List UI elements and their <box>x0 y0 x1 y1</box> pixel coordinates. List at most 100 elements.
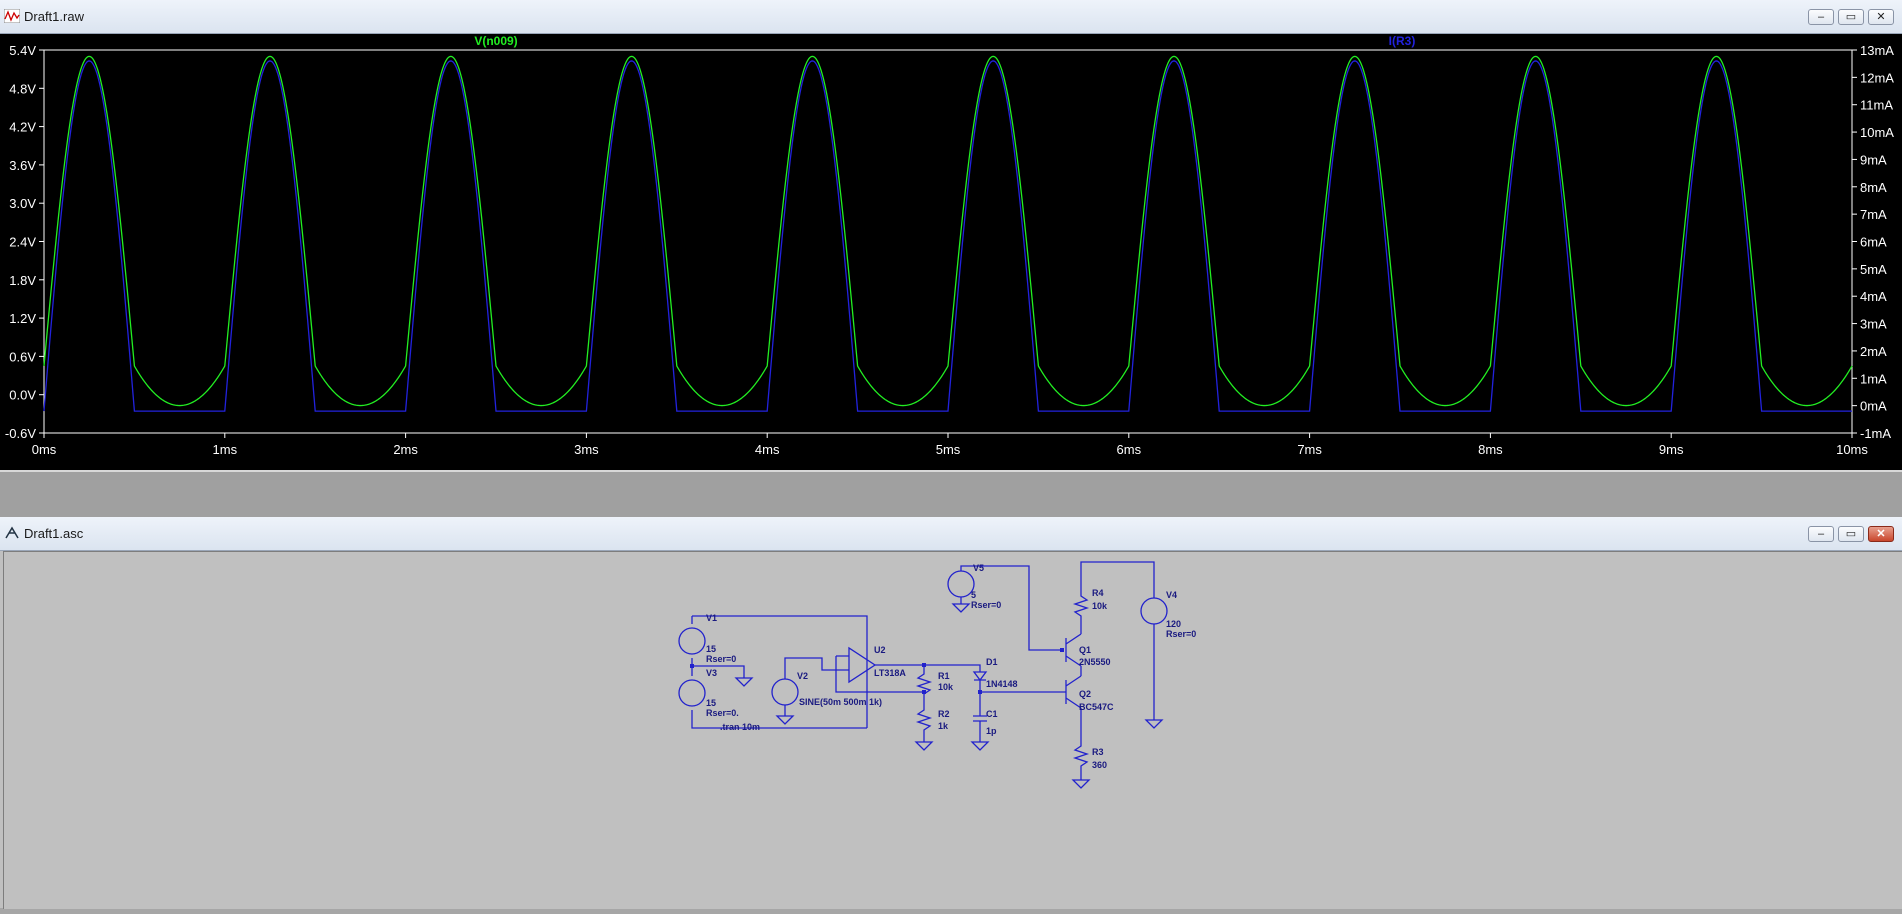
v3-label[interactable]: V3 <box>706 668 717 678</box>
x-tick-label: 4ms <box>755 442 780 457</box>
v1-source-symbol[interactable] <box>678 627 706 655</box>
v3-source-symbol[interactable] <box>678 679 706 707</box>
plot-series <box>43 55 1853 412</box>
y-left-tick-label: 2.4V <box>9 235 36 250</box>
minimize-button[interactable]: – <box>1808 526 1834 542</box>
r2-label[interactable]: R2 <box>938 709 950 719</box>
y-right-tick-label: 6mA <box>1860 235 1887 250</box>
close-button[interactable]: ✕ <box>1868 526 1894 542</box>
y-right-tick-label: 4mA <box>1860 289 1887 304</box>
y-left-tick-label: 3.6V <box>9 158 36 173</box>
u2-opamp-symbol[interactable] <box>848 646 877 684</box>
y-right-tick-label: 0mA <box>1860 399 1887 414</box>
wire-v5[interactable] <box>960 565 1062 651</box>
r3-value[interactable]: 360 <box>1092 760 1107 770</box>
y-left-tick-label: 0.6V <box>9 349 36 364</box>
waveform-titlebar[interactable]: Draft1.raw – ▭ ✕ <box>0 0 1902 34</box>
trace-label-current[interactable]: I(R3) <box>1389 34 1416 48</box>
r3-label[interactable]: R3 <box>1092 747 1104 757</box>
schematic-titlebar[interactable]: Draft1.asc – ▭ ✕ <box>0 517 1902 551</box>
wire-supply[interactable] <box>691 615 868 729</box>
q1-label[interactable]: Q1 <box>1079 645 1091 655</box>
wire-ground-node[interactable] <box>692 665 745 678</box>
series-current[interactable] <box>43 60 1852 412</box>
u2-label[interactable]: U2 <box>874 645 886 655</box>
close-icon: ✕ <box>1876 11 1886 23</box>
q1-transistor-symbol[interactable] <box>1065 624 1082 676</box>
v2-value[interactable]: SINE(50m 500m 1k) <box>799 697 882 707</box>
y-left-tick-label: -0.6V <box>5 426 36 441</box>
q2-transistor-symbol[interactable] <box>1065 675 1082 738</box>
waveform-window: Draft1.raw – ▭ ✕ V(n009) I(R3) 5.4V 4.8V 4… <box>0 0 1902 470</box>
waveform-chart[interactable]: V(n009) I(R3) 5.4V4.8V4.2V3.6V3.0V2.4V1.… <box>0 34 1902 470</box>
maximize-icon: ▭ <box>1845 528 1857 540</box>
wire-v2[interactable] <box>784 657 849 716</box>
waveform-app-icon <box>4 9 20 23</box>
v4-value[interactable]: 120 <box>1166 619 1181 629</box>
schematic-drawing[interactable]: V1 15 Rser=0 V3 15 Rser=0. .tran 10m V2 … <box>4 552 1902 909</box>
ground-icon <box>734 677 754 687</box>
q2-label[interactable]: Q2 <box>1079 689 1091 699</box>
x-tick-label: 8ms <box>1478 442 1503 457</box>
close-icon: ✕ <box>1876 528 1886 540</box>
r2-value[interactable]: 1k <box>938 721 949 731</box>
d1-c1-symbol[interactable] <box>924 664 988 742</box>
v3-value[interactable]: 15 <box>706 698 716 708</box>
c1-label[interactable]: C1 <box>986 709 998 719</box>
c1-value[interactable]: 1p <box>986 726 997 736</box>
ground-icon <box>775 715 795 725</box>
minimize-button[interactable]: – <box>1808 9 1834 25</box>
waveform-window-title: Draft1.raw <box>24 9 84 24</box>
wire-opamp[interactable] <box>835 655 924 693</box>
r3-resistor-symbol[interactable] <box>1072 738 1090 780</box>
maximize-icon: ▭ <box>1845 11 1857 23</box>
v5-label[interactable]: V5 <box>973 563 984 573</box>
trace-label-voltage[interactable]: V(n009) <box>474 34 517 48</box>
y-right-tick-label: -1mA <box>1860 426 1891 441</box>
v5-value[interactable]: 5 <box>971 590 976 600</box>
y-right-tick-label: 7mA <box>1860 207 1887 222</box>
schematic-window: Draft1.asc – ▭ ✕ <box>0 517 1902 909</box>
r1-r2-resistor-symbol[interactable] <box>915 665 933 742</box>
r1-value[interactable]: 10k <box>938 682 954 692</box>
schematic-canvas[interactable]: V1 15 Rser=0 V3 15 Rser=0. .tran 10m V2 … <box>3 551 1902 909</box>
v5-rser[interactable]: Rser=0 <box>971 600 1001 610</box>
y-right-tick-label: 5mA <box>1860 262 1887 277</box>
minimize-icon: – <box>1817 11 1825 23</box>
y-left-tick-label: 0.0V <box>9 388 36 403</box>
close-button[interactable]: ✕ <box>1868 9 1894 25</box>
d1-label[interactable]: D1 <box>986 657 998 667</box>
y-left-tick-label: 5.4V <box>9 43 36 58</box>
maximize-button[interactable]: ▭ <box>1838 9 1864 25</box>
q2-value[interactable]: BC547C <box>1079 702 1114 712</box>
v2-label[interactable]: V2 <box>797 671 808 681</box>
x-tick-label: 3ms <box>574 442 599 457</box>
tran-directive[interactable]: .tran 10m <box>720 722 760 732</box>
q1-value[interactable]: 2N5550 <box>1079 657 1111 667</box>
mdi-splitter[interactable] <box>0 470 1902 517</box>
v1-rser[interactable]: Rser=0 <box>706 654 736 664</box>
r4-value[interactable]: 10k <box>1092 601 1108 611</box>
ground-icon <box>914 741 934 751</box>
x-tick-label: 6ms <box>1117 442 1142 457</box>
series-voltage[interactable] <box>43 55 1853 407</box>
maximize-button[interactable]: ▭ <box>1838 526 1864 542</box>
v3-rser[interactable]: Rser=0. <box>706 708 739 718</box>
y-right-tick-label: 13mA <box>1860 43 1894 58</box>
v1-label[interactable]: V1 <box>706 613 717 623</box>
ground-icon <box>1071 779 1091 789</box>
v4-rser[interactable]: Rser=0 <box>1166 629 1196 639</box>
u2-value[interactable]: LT318A <box>874 668 906 678</box>
r4-resistor-symbol[interactable] <box>1072 561 1155 624</box>
d1-value[interactable]: 1N4148 <box>986 679 1018 689</box>
v1-value[interactable]: 15 <box>706 644 716 654</box>
y-left-tick-label: 1.8V <box>9 273 36 288</box>
v4-label[interactable]: V4 <box>1166 590 1177 600</box>
x-tick-label: 9ms <box>1659 442 1684 457</box>
v2-source-symbol[interactable] <box>771 678 799 706</box>
r1-label[interactable]: R1 <box>938 671 950 681</box>
y-left-tick-label: 4.8V <box>9 81 36 96</box>
r4-label[interactable]: R4 <box>1092 588 1104 598</box>
v4-source-symbol[interactable] <box>1140 597 1168 625</box>
